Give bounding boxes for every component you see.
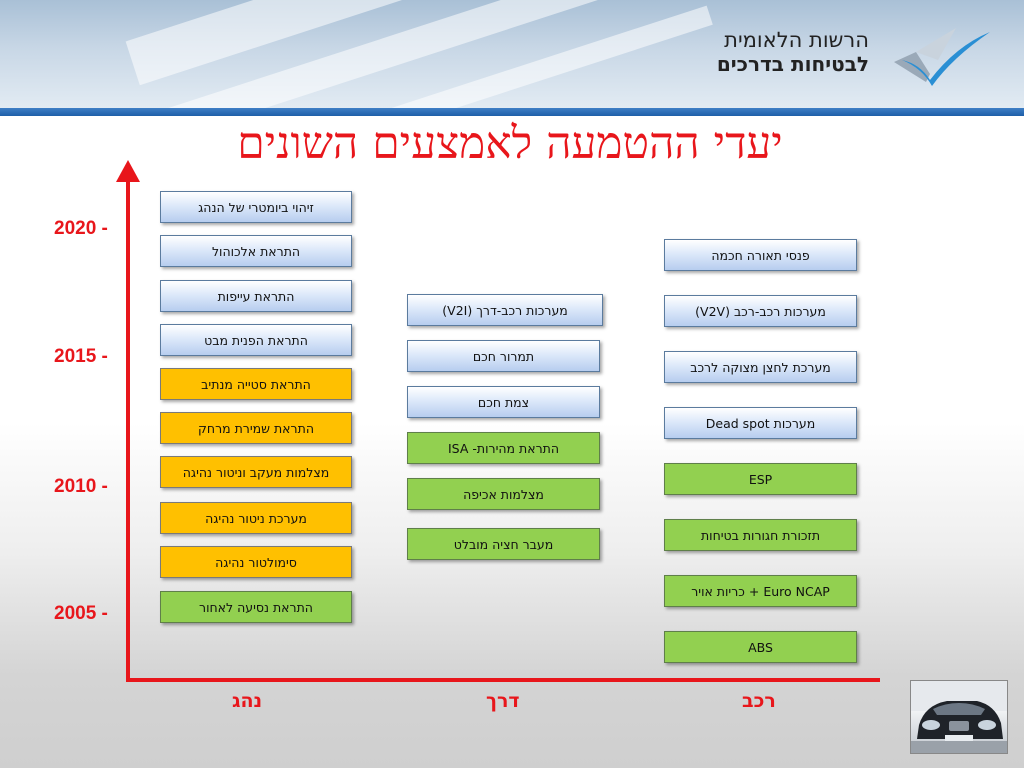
road-box: התראת מהירות- ISA <box>407 432 600 464</box>
vehicle-box: מערכות רכב-רכב (V2V) <box>664 295 857 327</box>
vehicle-box: ABS <box>664 631 857 663</box>
road-box: תמרור חכם <box>407 340 600 372</box>
driver-box: התראת עייפות <box>160 280 352 312</box>
year-label-2005: 2005 - <box>54 603 108 624</box>
driver-box: התראת שמירת מרחק <box>160 412 352 444</box>
column-label-driver: נהג <box>232 690 263 712</box>
column-label-vehicle: רכב <box>742 690 776 712</box>
driver-box: מערכת ניטור נהיגה <box>160 502 352 534</box>
vehicle-box: מערכות Dead spot <box>664 407 857 439</box>
road-box: מערכות רכב-דרך (V2I) <box>407 294 603 326</box>
header-banner <box>0 0 1024 108</box>
y-axis <box>126 178 130 681</box>
driver-box: סימולטור נהיגה <box>160 546 352 578</box>
vehicle-box: פנסי תאורה חכמה <box>664 239 857 271</box>
y-axis-arrow <box>116 160 140 182</box>
vehicle-box: תזכורת חגורות בטיחות <box>664 519 857 551</box>
driver-box: התראת נסיעה לאחור <box>160 591 352 623</box>
year-label-2015: 2015 - <box>54 346 108 367</box>
driver-box: מצלמות מעקב וניטור נהיגה <box>160 456 352 488</box>
driver-box: זיהוי ביומטרי של הנהג <box>160 191 352 223</box>
driver-box: התראת הפנית מבט <box>160 324 352 356</box>
x-axis <box>126 678 880 682</box>
road-box: מצלמות אכיפה <box>407 478 600 510</box>
vehicle-box: מערכת לחצן מצוקה לרכב <box>664 351 857 383</box>
car-photo-icon <box>910 680 1008 754</box>
checkmark-logo-icon <box>886 24 996 90</box>
year-label-2010: 2010 - <box>54 476 108 497</box>
road-box: צמת חכם <box>407 386 600 418</box>
driver-box: התראת סטייה מנתיב <box>160 368 352 400</box>
org-name-line2: לבטיחות בדרכים <box>716 52 869 76</box>
vehicle-box: ESP <box>664 463 857 495</box>
year-label-2020: 2020 - <box>54 218 108 239</box>
driver-box: התראת אלכוהול <box>160 235 352 267</box>
road-box: מעבר חציה מובלט <box>407 528 600 560</box>
org-name: הרשות הלאומית לבטיחות בדרכים <box>717 28 869 76</box>
column-label-road: דרך <box>486 690 520 712</box>
vehicle-box: Euro NCAP + כריות אויר <box>664 575 857 607</box>
header-bar <box>0 108 1024 116</box>
page-title: יעדי ההטמעה לאמצעים השונים <box>237 118 783 169</box>
org-name-line1: הרשות הלאומית <box>724 28 869 52</box>
